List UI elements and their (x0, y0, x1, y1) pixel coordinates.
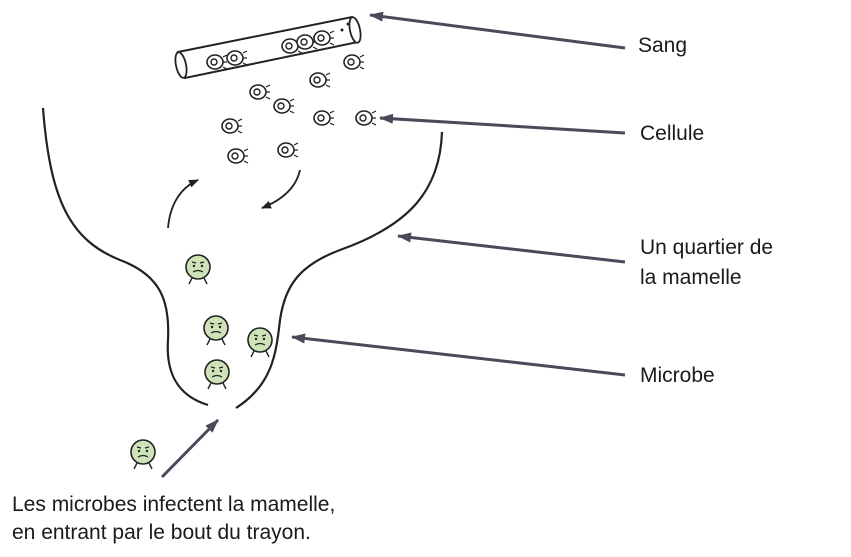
label-udder-quarter-line2: la mamelle (640, 263, 742, 293)
pointer-blood (370, 15, 625, 48)
entry-arrow (162, 420, 218, 477)
pointer-microbe (292, 337, 625, 375)
label-microbe: Microbe (640, 361, 715, 391)
label-udder-quarter-line1: Un quartier de (640, 233, 773, 263)
label-cell: Cellule (640, 119, 704, 149)
udder-outline-right (236, 132, 442, 408)
caption-line1: Les microbes infectent la mamelle, (12, 491, 335, 519)
tissue-cells (222, 99, 376, 163)
udder-outline-left (43, 108, 208, 405)
label-blood: Sang (638, 31, 687, 61)
curved-arrow-down (262, 170, 300, 208)
curved-arrow-up (168, 180, 198, 228)
caption-line2: en entrant par le bout du trayon. (12, 519, 335, 547)
pointer-udder-quarter (398, 236, 625, 262)
pointer-cell (380, 118, 625, 133)
caption: Les microbes infectent la mamelle, en en… (12, 491, 335, 547)
blood-vessel (173, 16, 362, 79)
